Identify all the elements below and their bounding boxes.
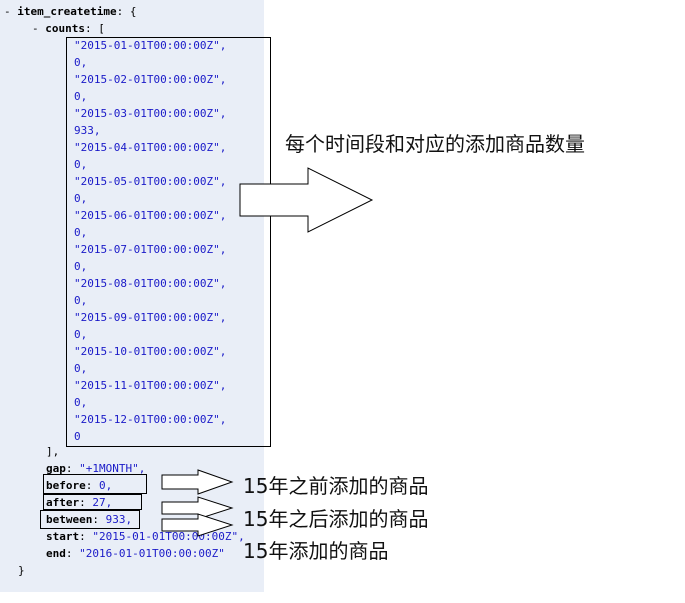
key-between: between <box>46 513 93 526</box>
key-gap: gap <box>46 462 66 475</box>
counts-annotation: 每个时间段和对应的添加商品数量 <box>285 132 585 156</box>
before-arrow-icon <box>161 469 234 495</box>
value-between: 933, <box>105 513 133 526</box>
value-after: 27, <box>92 496 113 509</box>
counts-value-item: 0, <box>74 260 88 273</box>
bracket-open: : [ <box>85 22 105 35</box>
counts-value-item: "2015-10-01T00:00:00Z", <box>74 345 227 358</box>
json-line-gap: gap: "+1MONTH", <box>46 460 145 477</box>
between-annotation: 15年添加的商品 <box>243 539 389 563</box>
json-line-close: } <box>18 562 25 579</box>
json-line-before: before: 0, <box>46 477 112 494</box>
counts-highlight-box <box>66 37 271 447</box>
counts-value-item: "2015-11-01T00:00:00Z", <box>74 379 227 392</box>
key-counts: counts <box>45 22 85 35</box>
counts-value-item: "2015-12-01T00:00:00Z", <box>74 413 227 426</box>
counts-value-item: "2015-09-01T00:00:00Z", <box>74 311 227 324</box>
json-line-after: after: 27, <box>46 494 112 511</box>
counts-value-item: "2015-04-01T00:00:00Z", <box>74 141 227 154</box>
collapse-toggle-counts[interactable]: - <box>32 22 39 35</box>
colon: : <box>79 530 93 543</box>
counts-value-item: 0 <box>74 430 81 443</box>
key-item-createtime: item_createtime <box>17 5 117 18</box>
counts-value-item: "2015-08-01T00:00:00Z", <box>74 277 227 290</box>
brace-open: : { <box>116 5 137 18</box>
colon: : <box>65 547 80 560</box>
value-end: "2016-01-01T00:00:00Z" <box>79 547 225 560</box>
counts-value-item: 0, <box>74 158 88 171</box>
counts-value-item: "2015-07-01T00:00:00Z", <box>74 243 227 256</box>
counts-value-item: 933, <box>74 124 101 137</box>
counts-value-item: 0, <box>74 90 88 103</box>
bracket-close: ], <box>46 445 60 458</box>
collapse-toggle[interactable]: - <box>4 5 11 18</box>
after-arrow-icon <box>161 496 234 520</box>
before-annotation: 15年之前添加的商品 <box>243 474 429 498</box>
colon: : <box>85 479 99 492</box>
json-line-counts: - counts: [ <box>32 20 105 37</box>
counts-value-item: 0, <box>74 294 88 307</box>
counts-value-item: "2015-02-01T00:00:00Z", <box>74 73 227 86</box>
counts-value-item: 0, <box>74 56 88 69</box>
counts-value-item: 0, <box>74 328 88 341</box>
counts-close: ], <box>46 443 59 460</box>
between-highlight-box <box>40 510 140 529</box>
value-gap: "+1MONTH", <box>79 462 146 475</box>
counts-value-item: "2015-05-01T00:00:00Z", <box>74 175 227 188</box>
after-annotation: 15年之后添加的商品 <box>243 507 429 531</box>
counts-value-item: "2015-03-01T00:00:00Z", <box>74 107 227 120</box>
counts-value-item: 0, <box>74 226 88 239</box>
brace-close: } <box>18 564 25 577</box>
key-end: end <box>46 547 66 560</box>
big-arrow-icon <box>239 167 374 233</box>
json-line-item-createtime: - item_createtime: { <box>4 3 136 20</box>
key-before: before <box>46 479 86 492</box>
key-start: start <box>46 530 80 543</box>
counts-value-item: "2015-01-01T00:00:00Z", <box>74 39 227 52</box>
after-highlight-box <box>43 494 142 510</box>
between-arrow-icon <box>161 513 234 537</box>
counts-value-item: "2015-06-01T00:00:00Z", <box>74 209 227 222</box>
key-after: after <box>46 496 80 509</box>
counts-value-item: 0, <box>74 396 88 409</box>
counts-value-item: 0, <box>74 362 88 375</box>
colon: : <box>79 496 93 509</box>
json-line-end: end: "2016-01-01T00:00:00Z" <box>46 545 225 562</box>
colon: : <box>65 462 80 475</box>
json-line-between: between: 933, <box>46 511 132 528</box>
before-highlight-box <box>43 474 147 494</box>
colon: : <box>92 513 106 526</box>
counts-value-item: 0, <box>74 192 88 205</box>
value-before: 0, <box>99 479 113 492</box>
